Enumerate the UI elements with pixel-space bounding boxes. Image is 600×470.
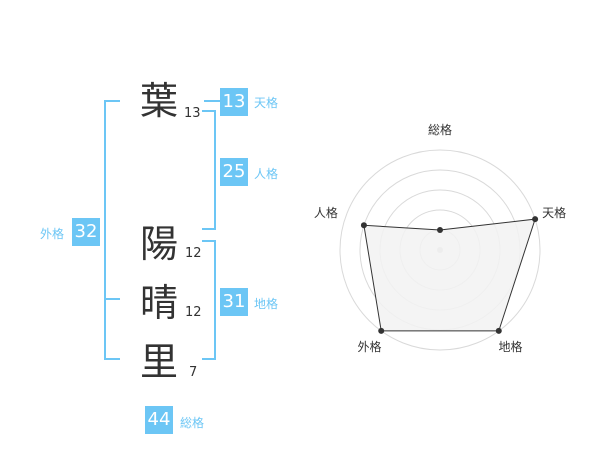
radar-data-area (360, 216, 539, 334)
chikaku-bracket (202, 240, 216, 360)
name-char-2: 陽 (140, 222, 179, 266)
name-char-3: 晴 (140, 281, 179, 325)
radar-point-2 (532, 216, 539, 223)
radar-axis-label-5: 人格 (314, 205, 338, 220)
radar-point-4 (378, 327, 385, 334)
chikaku-label: 地格 (254, 297, 279, 311)
gaikaku-value-box: 32 (72, 218, 100, 246)
radar-point-5 (360, 222, 367, 229)
stroke-count-4: 7 (189, 365, 198, 380)
gaikaku-label: 外格 (40, 227, 65, 241)
tenkaku-value-box: 13 (220, 88, 248, 116)
jinkaku-value-box: 25 (220, 158, 248, 186)
radar-axis-label-3: 地格 (499, 339, 523, 354)
radar-point-1 (437, 227, 443, 233)
tenkaku-connector (204, 100, 220, 102)
jinkaku-bracket (202, 110, 216, 230)
tenkaku-label: 天格 (254, 96, 279, 110)
soukaku-value-box: 44 (145, 406, 173, 434)
soukaku-label: 総格 (180, 416, 205, 430)
stroke-count-2: 12 (185, 246, 202, 261)
radar-axis-label-2: 天格 (542, 205, 566, 220)
name-char-1: 葉 (140, 79, 179, 123)
radar-axis-label-4: 外格 (357, 339, 381, 354)
stroke-count-1: 13 (184, 106, 201, 121)
radar-point-3 (495, 327, 502, 334)
name-char-4: 里 (140, 340, 179, 384)
radar-axis-label-1: 総格 (428, 122, 452, 137)
gaikaku-mid-tick (104, 298, 120, 300)
gaikaku-bracket (104, 100, 120, 360)
stroke-count-3: 12 (185, 305, 202, 320)
radar-polygon (363, 218, 536, 332)
jinkaku-label: 人格 (254, 167, 279, 181)
chikaku-value-box: 31 (220, 288, 248, 316)
radar-ring (339, 149, 541, 351)
